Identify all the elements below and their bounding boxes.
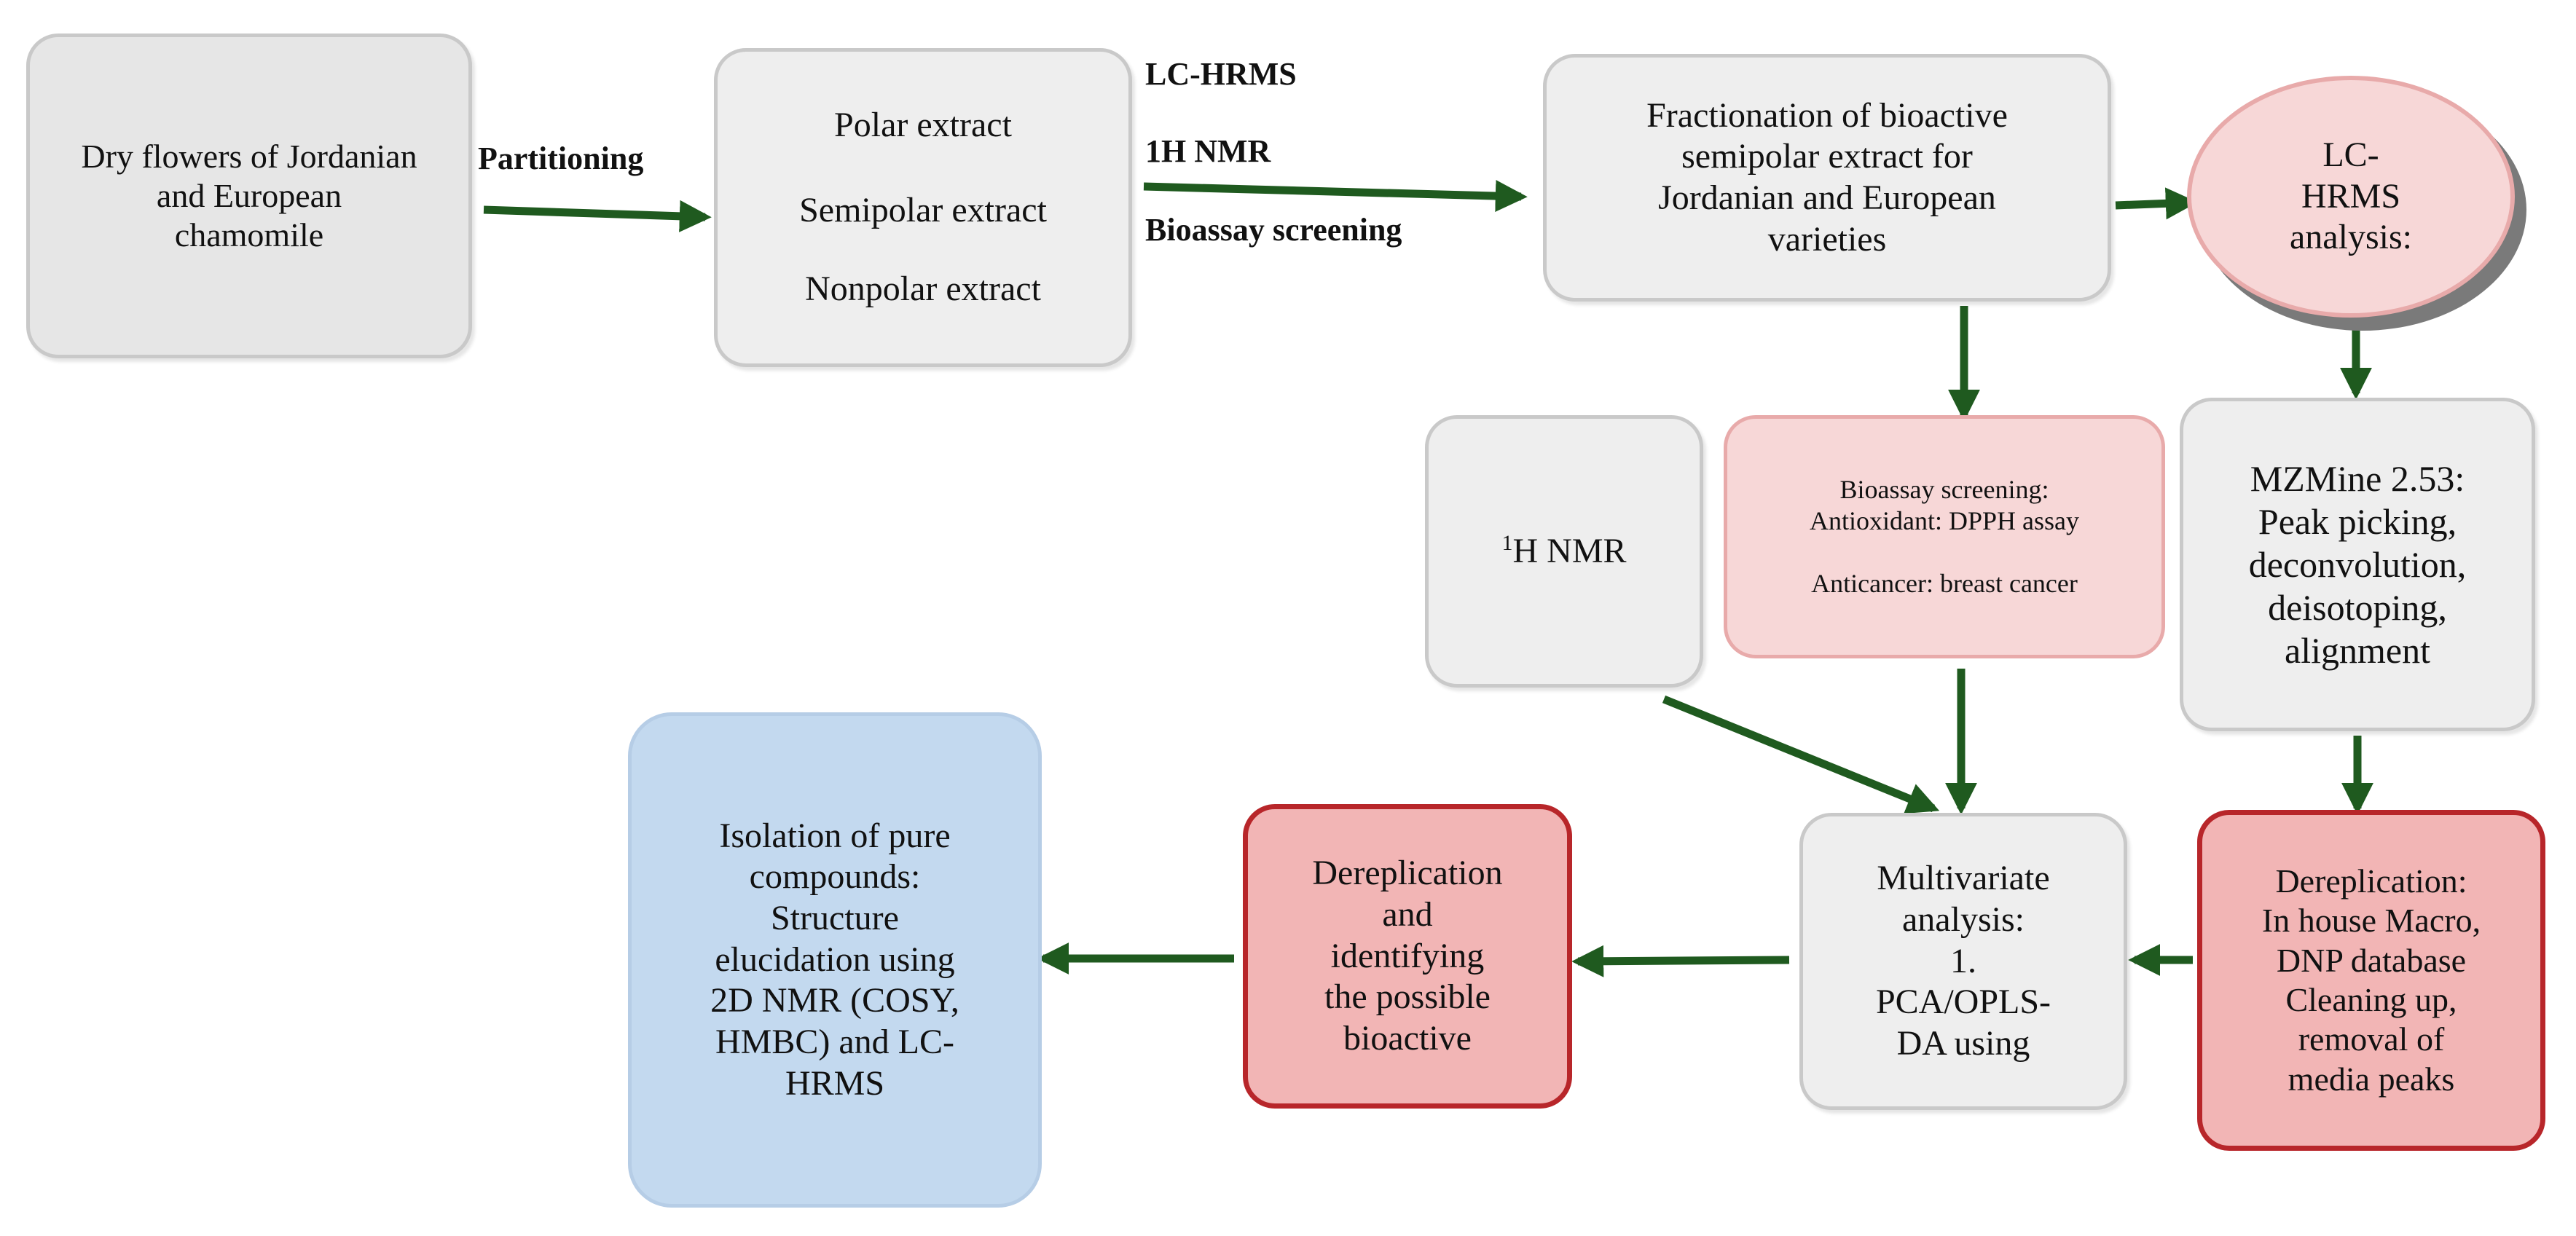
node-mzmine-line: alignment — [2285, 629, 2430, 671]
node-dereplication-id-line: bioactive — [1343, 1018, 1472, 1058]
arrow-dry-to-extracts — [483, 200, 712, 232]
node-multivariate-line: Multivariate — [1877, 859, 2050, 898]
node-dereplication-db-line: In house Macro, — [2261, 902, 2481, 940]
node-isolation-line: HMBC) and LC- — [715, 1022, 954, 1061]
node-dereplication-db-line: Dereplication: — [2275, 862, 2467, 900]
arrow-extracts-to-fractionation — [1143, 180, 1528, 213]
node-dereplication-id-line: the possible — [1324, 977, 1491, 1017]
node-dry-flowers: Dry flowers of Jordanian and European ch… — [26, 34, 472, 358]
node-multivariate-line: 1. — [1950, 941, 1976, 980]
node-isolation-line: compounds: — [749, 857, 921, 897]
node-bioassay-screening: Bioassay screening: Antioxidant: DPPH as… — [1724, 415, 2165, 658]
node-dry-flowers-line: chamomile — [174, 216, 324, 254]
arrow-multivariate-to-dereplication-id — [1571, 945, 1790, 977]
node-1h-nmr-superscript: 1 — [1501, 531, 1513, 556]
node-polar-extract: Polar extract — [834, 106, 1012, 145]
node-bioassay-anticancer: Anticancer: breast cancer — [1811, 569, 2078, 599]
node-dereplication-db-line: media peaks — [2288, 1060, 2455, 1098]
node-multivariate-analysis: Multivariate analysis: 1. PCA/OPLS- DA u… — [1799, 813, 2127, 1110]
edge-label-bioassay-screening: Bioassay screening — [1145, 212, 1402, 248]
node-1h-nmr: 1H NMR — [1425, 415, 1703, 688]
node-lchrms-line: HRMS — [2301, 176, 2401, 216]
node-bioassay-title: Bioassay screening: — [1839, 475, 2049, 505]
node-mzmine-line: deisotoping, — [2268, 586, 2447, 628]
node-dry-flowers-line: and European — [156, 176, 342, 214]
edge-label-lchrms: LC-HRMS — [1145, 56, 1297, 92]
node-dry-flowers-line: Dry flowers of Jordanian — [81, 137, 417, 175]
node-fractionation-line: Jordanian and European — [1658, 178, 1996, 217]
node-bioassay-antioxidant: Antioxidant: DPPH assay — [1809, 505, 2079, 535]
node-multivariate-line: PCA/OPLS- — [1875, 983, 2051, 1022]
node-lchrms-line: LC- — [2322, 135, 2379, 175]
node-isolation-line: elucidation using — [715, 940, 955, 979]
arrow-fractionation-to-lchrms — [2115, 187, 2198, 220]
node-dereplication-id-line: Dereplication — [1312, 854, 1503, 893]
node-semipolar-extract: Semipolar extract — [799, 190, 1047, 229]
node-fractionation-line: varieties — [1767, 219, 1887, 259]
node-fractionation-line: semipolar extract for — [1681, 137, 1973, 176]
node-mzmine-line: Peak picking, — [2258, 500, 2457, 542]
node-mzmine-line: deconvolution, — [2248, 543, 2467, 585]
node-dereplication-db-line: DNP database — [2276, 941, 2467, 979]
node-dereplication-identify: Dereplication and identifying the possib… — [1243, 804, 1572, 1109]
node-dereplication-id-line: and — [1382, 895, 1433, 934]
node-dereplication-db-line: removal of — [2298, 1020, 2445, 1058]
node-multivariate-line: DA using — [1896, 1023, 2030, 1063]
node-extracts: Polar extract Semipolar extract Nonpolar… — [714, 48, 1132, 367]
node-mzmine: MZMine 2.53: Peak picking, deconvolution… — [2180, 398, 2535, 731]
node-1h-nmr-label: 1H NMR — [1501, 530, 1626, 572]
node-isolation-line: Structure — [771, 899, 899, 938]
edge-label-partitioning: Partitioning — [478, 141, 644, 176]
node-fractionation: Fractionation of bioactive semipolar ext… — [1543, 54, 2111, 302]
node-isolation-line: HRMS — [785, 1063, 885, 1103]
node-dereplication-id-line: identifying — [1330, 936, 1485, 975]
node-dereplication-database: Dereplication: In house Macro, DNP datab… — [2197, 810, 2545, 1151]
node-multivariate-line: analysis: — [1902, 900, 2025, 940]
node-nonpolar-extract: Nonpolar extract — [805, 269, 1041, 309]
node-mzmine-line: MZMine 2.53: — [2250, 457, 2465, 499]
node-lchrms-analysis: LC- HRMS analysis: — [2187, 76, 2515, 318]
edge-label-nmr: 1H NMR — [1145, 133, 1271, 169]
node-1h-nmr-text: H NMR — [1512, 532, 1627, 571]
node-lchrms-line: analysis: — [2290, 218, 2412, 257]
node-isolation-line: 2D NMR (COSY, — [710, 981, 959, 1020]
node-isolation-line: Isolation of pure — [719, 816, 951, 855]
node-isolation: Isolation of pure compounds: Structure e… — [628, 712, 1042, 1208]
node-fractionation-line: Fractionation of bioactive — [1646, 95, 2008, 135]
arrow-nmr-to-multivariate — [1662, 695, 1940, 814]
node-dereplication-db-line: Cleaning up, — [2285, 981, 2457, 1018]
